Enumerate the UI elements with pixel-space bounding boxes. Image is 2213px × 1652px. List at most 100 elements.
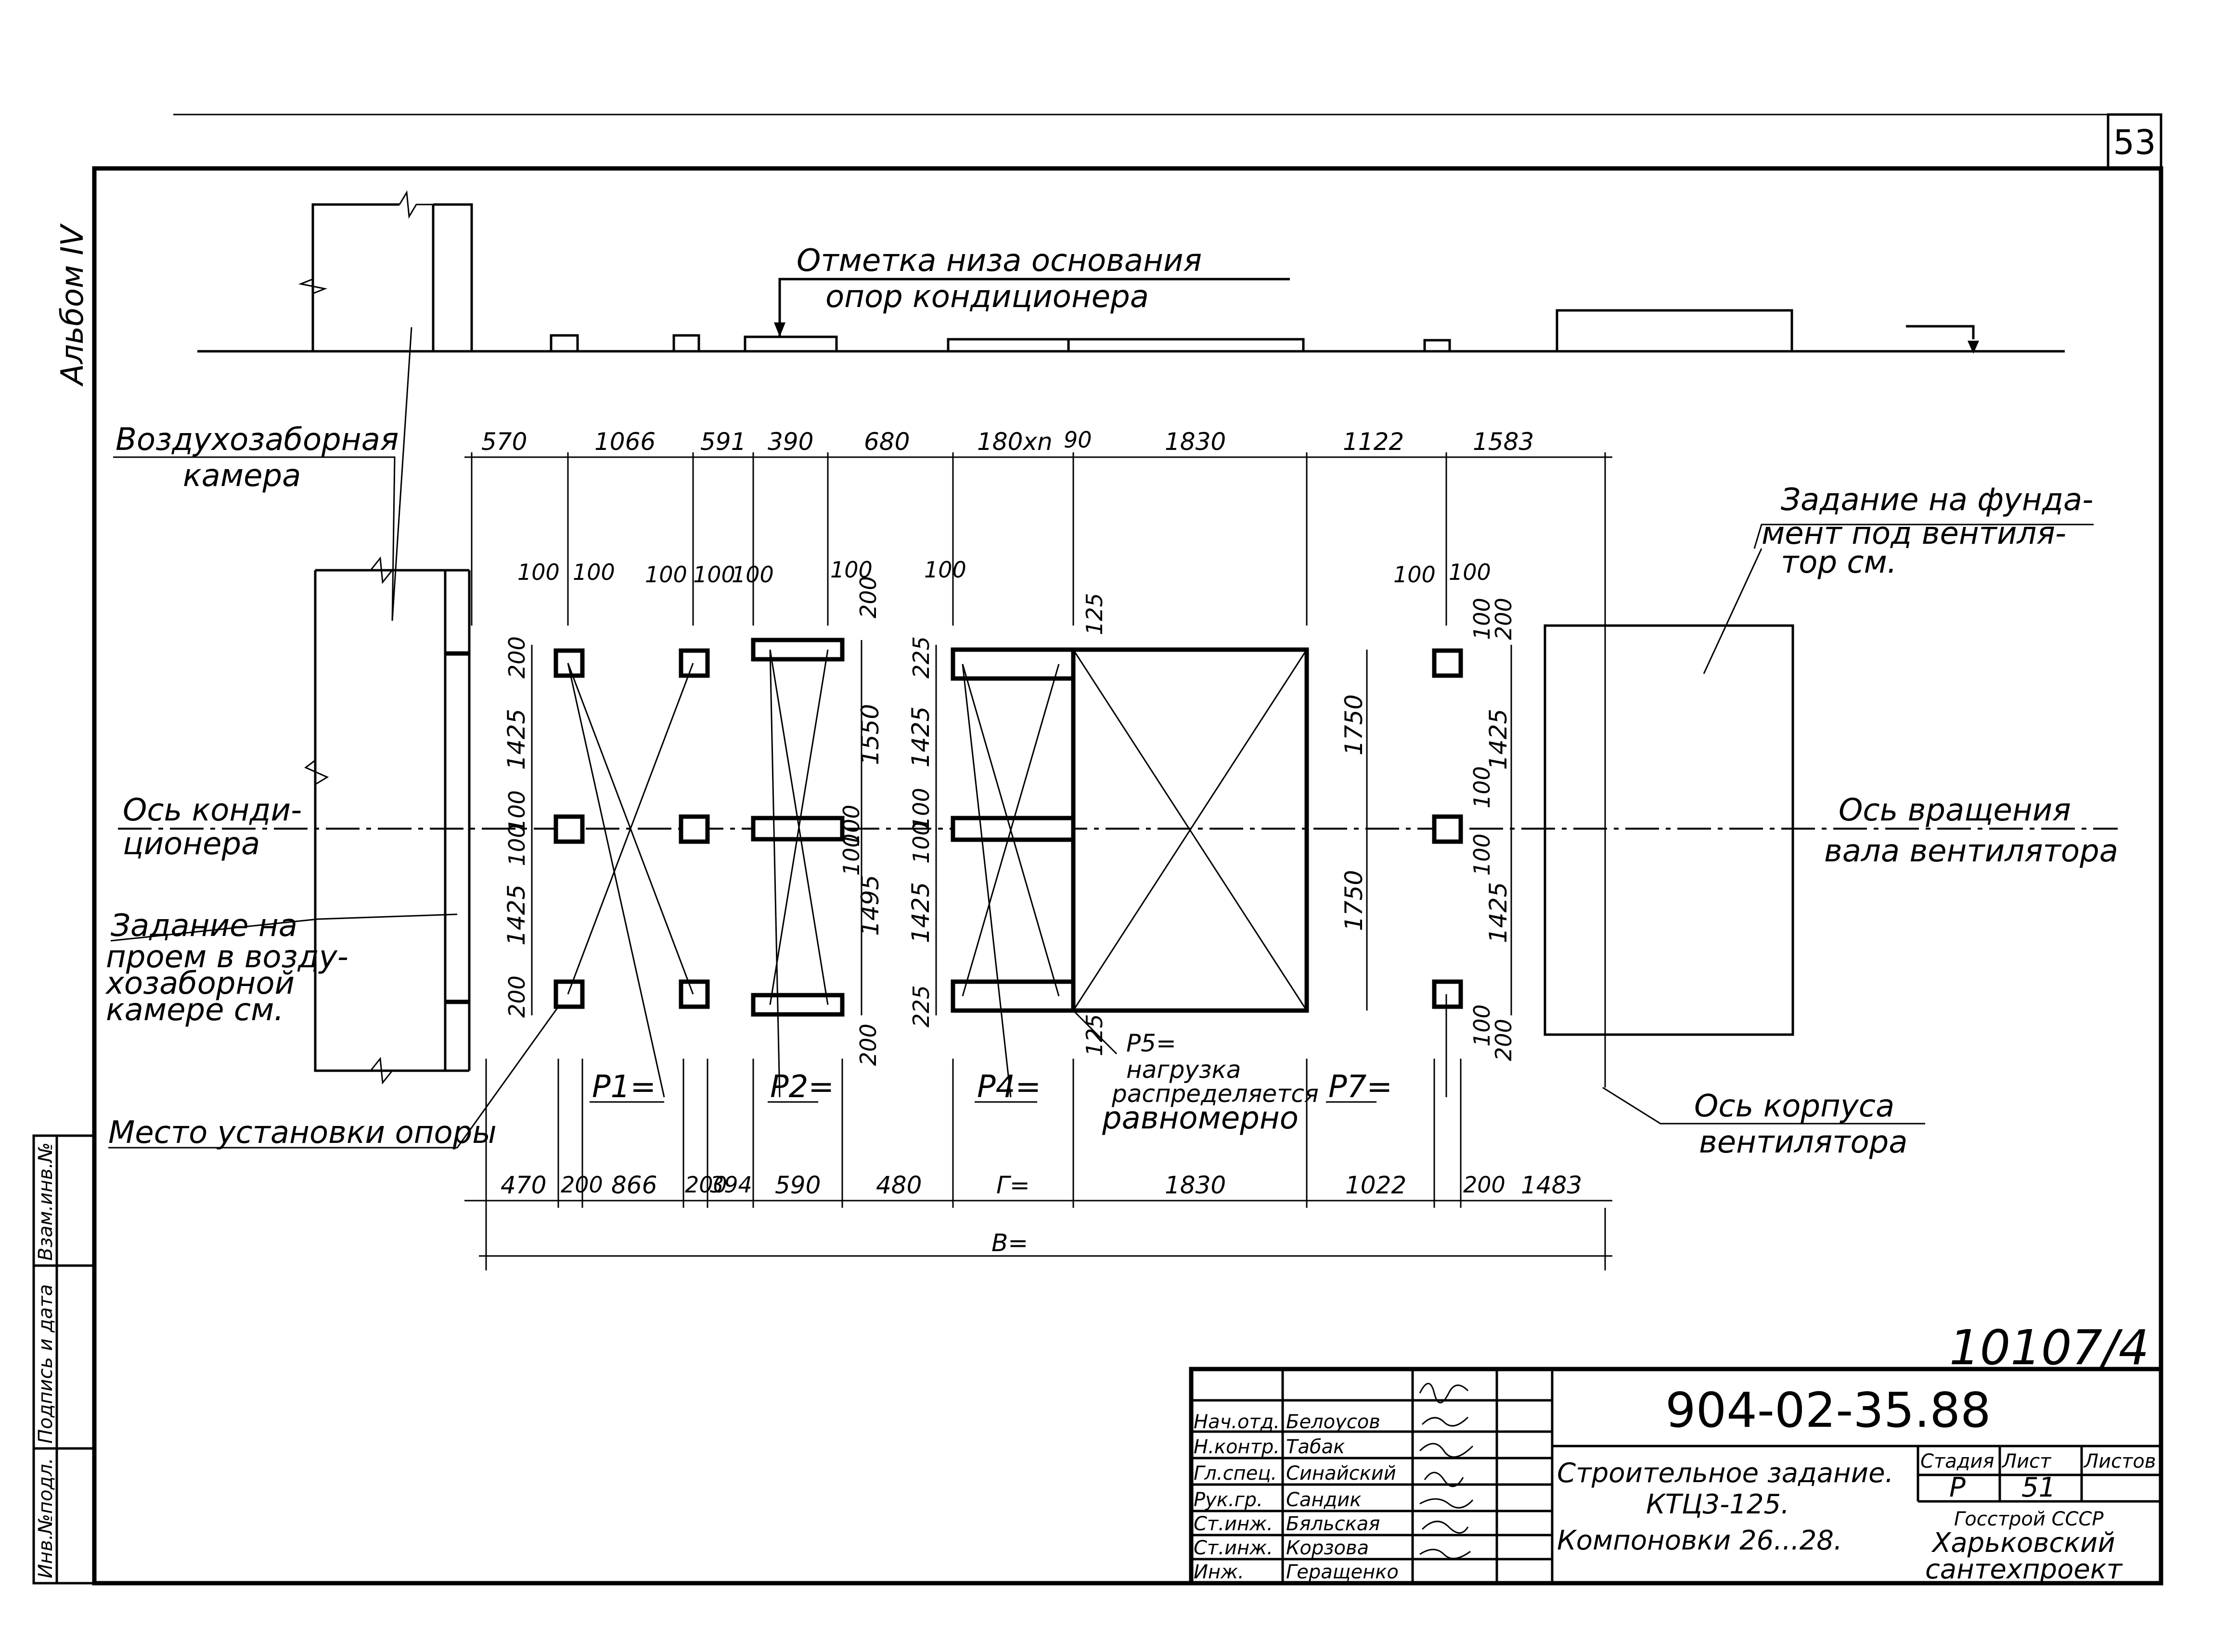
inventory-number: 10107/4 xyxy=(1949,1319,2149,1376)
bottom-dim-10: 200 xyxy=(1463,1172,1505,1198)
vdim-100-rail-mid-a: 100 xyxy=(838,805,864,847)
opening-task-label-2: проем в возду- xyxy=(106,939,348,975)
vdim-1550: 1550 xyxy=(856,704,884,765)
hdim-100-h: 100 xyxy=(1393,562,1436,588)
hdim-100-d: 100 xyxy=(693,562,735,588)
top-dim-6: 180xn xyxy=(977,428,1053,456)
vdim-200-g7-bottom: 200 xyxy=(1491,1019,1517,1061)
bottom-dim-2: 200 xyxy=(561,1172,603,1198)
description-2: КТЦ3-125. xyxy=(1646,1489,1789,1520)
role-1: Нач.отд. xyxy=(1194,1411,1280,1433)
name-7: Геращенко xyxy=(1286,1561,1399,1583)
vdim-1425-bottom: 1425 xyxy=(502,884,530,946)
vdim-1425-g7-top: 1425 xyxy=(1484,709,1512,770)
plan-view: Воздухозаборная камера Ось конди- ционер… xyxy=(105,327,2118,1160)
opening-task-label-4: камере см. xyxy=(106,992,284,1028)
drawing-frame xyxy=(92,166,2163,1586)
bottom-dimension-chain: 470 200 866 200 394 590 480 Г= 1830 1022… xyxy=(464,1059,1612,1270)
header-sheet: Лист xyxy=(2001,1450,2052,1473)
vdim-200-rail-top: 200 xyxy=(855,576,881,618)
elevation-view: Отметка низа основания опор кондиционера xyxy=(197,190,2065,354)
side-stamp: Инв.№подл. Подпись и дата Взам.инв.№ xyxy=(32,1134,96,1585)
vdim-225-top: 225 xyxy=(908,636,934,679)
vdim-125-top: 125 xyxy=(1081,593,1107,635)
top-dim-4: 390 xyxy=(768,428,813,456)
vdim-200-top: 200 xyxy=(504,636,530,679)
header-stage: Стадия xyxy=(1920,1450,1994,1473)
name-2: Табак xyxy=(1286,1436,1345,1458)
bottom-dim-4: 200 xyxy=(685,1172,727,1198)
vdim-100-g7-top: 100 xyxy=(1469,598,1495,640)
vdim-1750-bottom: 1750 xyxy=(1340,870,1368,931)
conditioner-axis-label-1: Ось конди- xyxy=(123,793,302,828)
org-1: Госстрой СССР xyxy=(1954,1508,2104,1530)
total-width: B= xyxy=(991,1229,1028,1257)
name-6: Корзова xyxy=(1286,1537,1369,1559)
vertical-dimensions: 200 1425 100 100 1425 200 1550 1495 200 … xyxy=(502,557,1517,1066)
base-mark-label-2: опор кондиционера xyxy=(825,279,1149,315)
role-7: Инж. xyxy=(1194,1561,1244,1583)
side-field-replacement: Взам.инв.№ xyxy=(35,1142,57,1261)
load-p5-note-1: нагрузка xyxy=(1126,1056,1241,1084)
sheet-number: 53 xyxy=(2113,123,2156,162)
fan-body-axis-label-1: Ось корпуса xyxy=(1694,1089,1894,1124)
bottom-dim-8: 1830 xyxy=(1165,1171,1226,1199)
vdim-100-g7-mid-b: 100 xyxy=(1469,833,1495,876)
intake-chamber-label-1: Воздухозаборная xyxy=(116,422,399,458)
rotation-axis-label-1: Ось вращения xyxy=(1839,793,2071,828)
sheet-value: 51 xyxy=(2021,1472,2056,1503)
hdim-100-g: 100 xyxy=(924,557,966,583)
top-dim-5: 680 xyxy=(864,428,910,456)
intake-chamber-label-2: камера xyxy=(183,458,301,494)
vdim-100-rail-mid-b: 100 xyxy=(838,833,864,876)
load-p5-note-2: распределяется xyxy=(1111,1080,1319,1108)
vdim-1495: 1495 xyxy=(856,875,884,936)
title-block: 10107/4 904-02-35.88 Строительное задани… xyxy=(1189,1319,2163,1586)
name-1: Белоусов xyxy=(1286,1411,1380,1433)
vdim-225-bottom: 225 xyxy=(908,985,934,1027)
hdim-100-e: 100 xyxy=(732,562,774,588)
org-3: сантехпроект xyxy=(1925,1554,2123,1585)
top-dim-3: 591 xyxy=(700,428,746,456)
stage-value: Р xyxy=(1949,1472,1966,1503)
vdim-100-b: 100 xyxy=(504,824,530,866)
vdim-200-bottom: 200 xyxy=(504,975,530,1018)
role-4: Рук.гр. xyxy=(1194,1489,1263,1511)
vdim-1425-g4-top: 1425 xyxy=(907,706,935,768)
opening-task-label-1: Задание на xyxy=(111,908,297,944)
hdim-100-i: 100 xyxy=(1449,559,1491,585)
bottom-dim-5: 394 xyxy=(710,1172,752,1198)
top-dim-1: 570 xyxy=(481,428,527,456)
bottom-dim-1: 470 xyxy=(501,1171,546,1199)
name-3: Синайский xyxy=(1286,1462,1396,1485)
hdim-100-b: 100 xyxy=(573,559,615,585)
role-5: Ст.инж. xyxy=(1194,1513,1273,1535)
conditioner-axis-label-2: ционера xyxy=(123,826,260,862)
top-dim-2: 1066 xyxy=(594,428,656,456)
vdim-100-g7-mid-a: 100 xyxy=(1469,766,1495,808)
top-dimension-chain: 570 1066 591 390 680 180xn 90 1830 1122 … xyxy=(464,427,1612,1088)
signatures xyxy=(1419,1383,1474,1560)
top-dim-10: 1583 xyxy=(1473,428,1534,456)
fan-foundation-label-2: мент под вентиля- xyxy=(1762,516,2066,551)
org-2: Харьковский xyxy=(1931,1527,2115,1559)
load-p5-note-3: равномерно xyxy=(1102,1101,1299,1136)
designation: 904-02-35.88 xyxy=(1665,1382,1991,1438)
load-p7: P7= xyxy=(1328,1069,1392,1105)
vdim-100-g7-bottom: 100 xyxy=(1469,1004,1495,1047)
load-p1: P1= xyxy=(592,1069,656,1105)
bottom-dim-6: 590 xyxy=(775,1171,821,1199)
name-4: Сандик xyxy=(1286,1489,1361,1511)
description-1: Строительное задание. xyxy=(1557,1458,1893,1489)
vdim-1425-g7-bottom: 1425 xyxy=(1484,882,1512,943)
role-3: Гл.спец. xyxy=(1194,1462,1277,1485)
support-place-label: Место установки опоры xyxy=(108,1115,497,1151)
rotation-axis-label-2: вала вентилятора xyxy=(1824,833,2118,869)
vdim-125-bottom: 125 xyxy=(1081,1014,1107,1056)
load-p5: P5= xyxy=(1126,1029,1176,1057)
vdim-1750-top: 1750 xyxy=(1340,694,1368,756)
description-3: Компоновки 26...28. xyxy=(1557,1525,1842,1556)
role-2: Н.контр. xyxy=(1194,1436,1280,1458)
base-mark-label-1: Отметка низа основания xyxy=(797,243,1202,279)
